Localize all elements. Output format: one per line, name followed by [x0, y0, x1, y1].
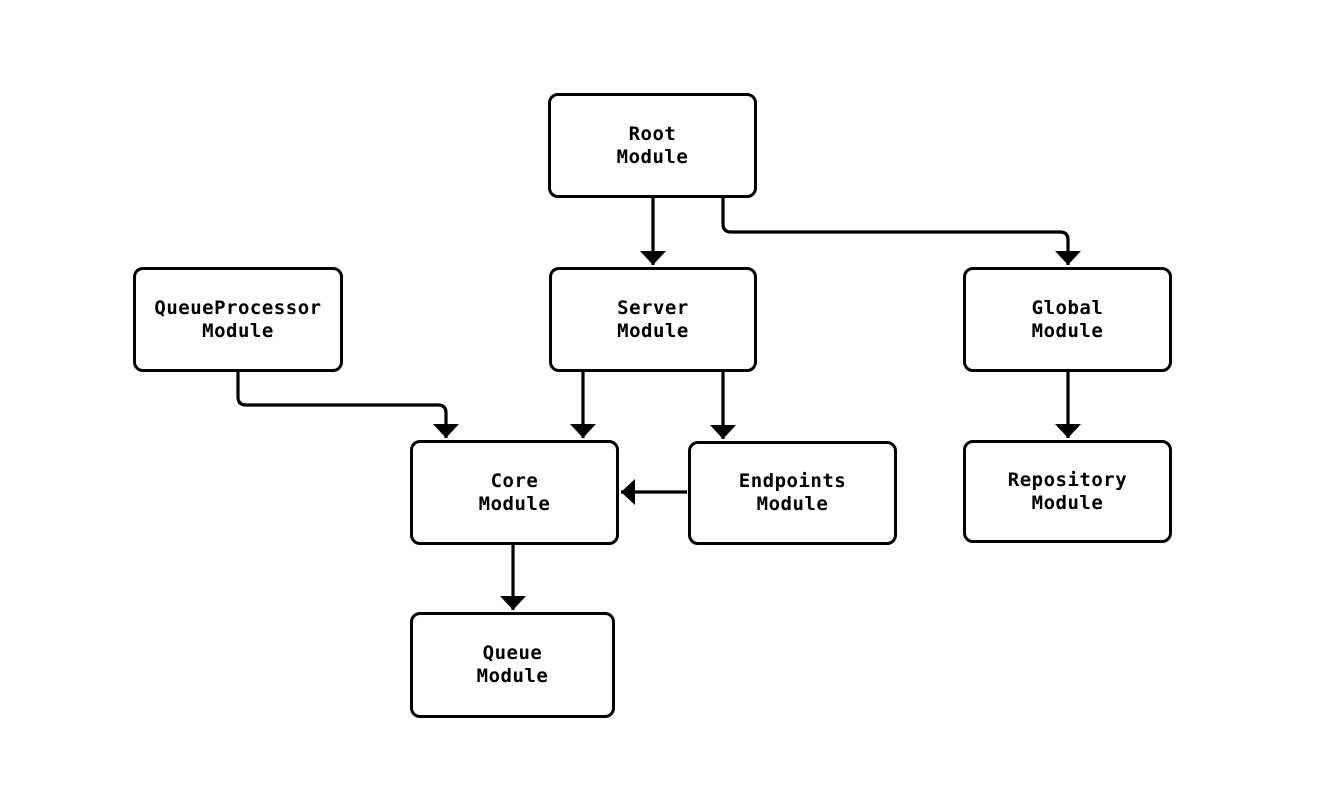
node-queue-module: Queue Module — [410, 612, 615, 718]
node-root-module: Root Module — [548, 93, 757, 198]
edges-group — [236, 198, 1081, 610]
node-label: Repository Module — [1007, 468, 1128, 514]
node-label: Root Module — [616, 122, 689, 168]
node-queueprocessor-module: QueueProcessor Module — [133, 267, 343, 372]
node-server-module: Server Module — [549, 267, 757, 372]
node-label: QueueProcessor Module — [154, 296, 322, 342]
node-label: Queue Module — [476, 642, 549, 687]
node-repository-module: Repository Module — [963, 440, 1172, 543]
node-label: Server Module — [617, 296, 689, 342]
node-label: Core Module — [478, 469, 551, 515]
node-global-module: Global Module — [963, 267, 1172, 372]
node-core-module: Core Module — [410, 440, 619, 545]
node-label: Global Module — [1031, 296, 1104, 342]
node-label: Endpoints Module — [738, 470, 847, 515]
edge-root-to-global — [721, 198, 1081, 265]
node-endpoints-module: Endpoints Module — [688, 441, 897, 545]
edge-queueprocessor-to-core — [236, 372, 459, 438]
